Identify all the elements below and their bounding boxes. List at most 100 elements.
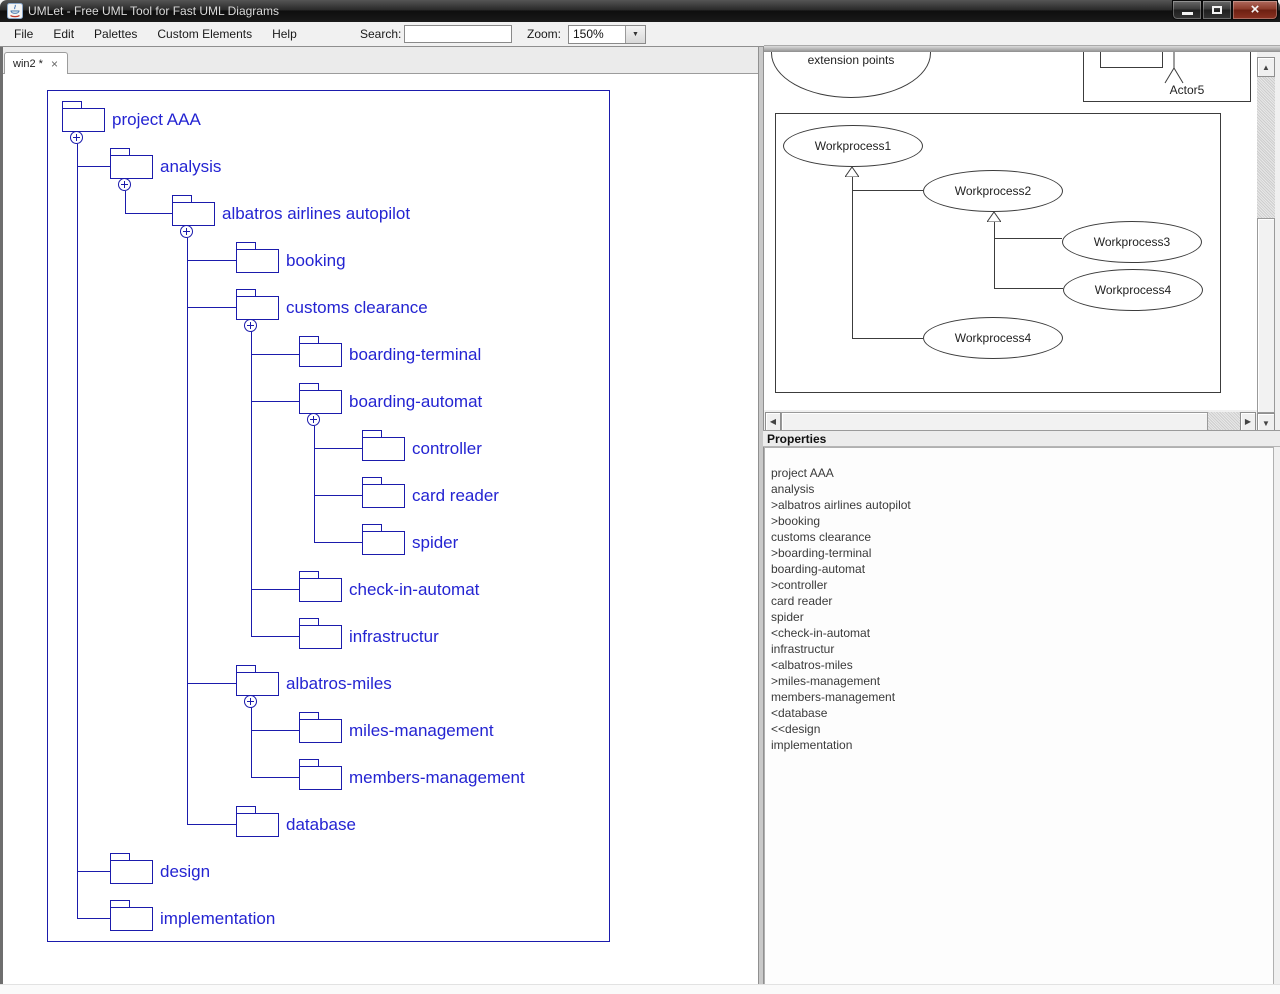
package-icon xyxy=(299,343,342,367)
expand-badge[interactable] xyxy=(118,178,131,191)
connector-line xyxy=(77,918,110,919)
close-button[interactable]: × xyxy=(1232,0,1278,20)
connector-line xyxy=(125,191,126,213)
usecase-workprocess2[interactable]: Workprocess2 xyxy=(923,170,1063,212)
system-boundary-rect[interactable] xyxy=(775,113,1221,393)
property-line: >albatros airlines autopilot xyxy=(771,498,911,512)
connector-line xyxy=(852,190,923,191)
property-line: infrastructur xyxy=(771,642,835,656)
scroll-left-button[interactable]: ◀ xyxy=(765,412,781,431)
horizontal-scroll-track[interactable] xyxy=(1208,412,1240,431)
generalization-arrow-icon xyxy=(987,212,1001,222)
vertical-scroll-track[interactable] xyxy=(1257,77,1275,218)
package-icon xyxy=(110,907,153,931)
menu-help[interactable]: Help xyxy=(272,27,297,41)
package-icon xyxy=(299,766,342,790)
connector-line xyxy=(314,542,362,543)
java-app-icon xyxy=(7,3,23,19)
menu-custom-elements[interactable]: Custom Elements xyxy=(157,27,253,41)
package-icon xyxy=(236,665,256,673)
package-icon xyxy=(299,336,319,344)
connector-line xyxy=(125,213,172,214)
package-label: boarding-terminal xyxy=(349,345,482,364)
properties-header: Properties xyxy=(763,430,1280,447)
usecase-workprocess1[interactable]: Workprocess1 xyxy=(783,125,923,167)
package-icon xyxy=(299,625,342,649)
search-label: Search: xyxy=(360,27,402,41)
package-label: project AAA xyxy=(112,110,201,129)
connector-line xyxy=(77,871,110,872)
usecase-workprocess3[interactable]: Workprocess3 xyxy=(1062,221,1202,263)
title-bar[interactable]: UMLet - Free UML Tool for Fast UML Diagr… xyxy=(0,0,1280,22)
connector-line xyxy=(187,307,236,308)
package-icon xyxy=(299,390,342,414)
usecase-workprocess4b[interactable]: Workprocess4 xyxy=(923,317,1063,359)
expand-badge[interactable] xyxy=(244,695,257,708)
package-label: customs clearance xyxy=(286,298,428,317)
actor-figure-icon[interactable] xyxy=(1158,52,1198,91)
package-icon xyxy=(62,101,82,109)
scroll-right-button[interactable]: ▶ xyxy=(1240,412,1256,431)
scroll-up-button[interactable]: ▲ xyxy=(1257,57,1275,77)
vertical-scroll-thumb[interactable] xyxy=(1257,218,1275,413)
diagram-boundary-rect[interactable] xyxy=(47,90,610,942)
arrow-right-icon: ▶ xyxy=(1244,417,1252,426)
right-top-splitter[interactable] xyxy=(764,45,1280,52)
package-icon xyxy=(299,719,342,743)
connector-line xyxy=(77,166,110,167)
package-icon xyxy=(110,155,153,179)
property-line: >miles-management xyxy=(771,674,881,688)
connector-line xyxy=(251,708,252,777)
package-label: members-management xyxy=(349,768,525,787)
package-icon xyxy=(299,578,342,602)
connector-line xyxy=(994,222,995,288)
actor-boundary-rect[interactable] xyxy=(1083,52,1251,102)
expand-badge[interactable] xyxy=(244,319,257,332)
connector-line xyxy=(187,238,188,824)
connector-line xyxy=(251,332,252,636)
package-label: booking xyxy=(286,251,346,270)
zoom-select[interactable]: 150% ▼ xyxy=(568,25,646,44)
tab-strip xyxy=(3,47,758,74)
package-label: albatros airlines autopilot xyxy=(222,204,411,223)
usecase-rect[interactable] xyxy=(1100,52,1163,68)
search-input[interactable] xyxy=(404,25,512,43)
expand-badge[interactable] xyxy=(307,413,320,426)
tab-win2[interactable]: win2 * × xyxy=(4,52,68,74)
tab-close-icon[interactable]: × xyxy=(50,56,58,71)
arrow-down-icon: ▼ xyxy=(1262,418,1270,428)
menu-file[interactable]: File xyxy=(14,27,34,41)
package-label: design xyxy=(160,862,211,881)
arrow-left-icon: ◀ xyxy=(769,417,777,426)
actor-label: Actor5 xyxy=(1169,83,1205,97)
zoom-label: Zoom: xyxy=(527,27,562,41)
package-label: infrastructur xyxy=(349,627,439,646)
usecase-label: Workprocess4 xyxy=(1094,283,1172,297)
package-icon xyxy=(362,437,405,461)
package-label: analysis xyxy=(160,157,222,176)
menu-edit[interactable]: Edit xyxy=(53,27,75,41)
maximize-button[interactable] xyxy=(1202,0,1232,20)
property-line: card reader xyxy=(771,594,833,608)
expand-badge[interactable] xyxy=(70,131,83,144)
usecase-workprocess4[interactable]: Workprocess4 xyxy=(1063,269,1203,311)
package-icon xyxy=(236,296,279,320)
property-line: project AAA xyxy=(771,466,834,480)
palette-viewport[interactable]: extension points Actor5 Workprocess1 xyxy=(764,52,1257,410)
minimize-button[interactable] xyxy=(1172,0,1202,20)
connector-line xyxy=(251,589,299,590)
expand-badge[interactable] xyxy=(180,225,193,238)
connector-line xyxy=(77,144,78,918)
package-icon xyxy=(299,571,319,579)
property-line: implementation xyxy=(771,738,853,752)
connector-line xyxy=(251,401,299,402)
window-frame-left xyxy=(0,47,3,984)
chevron-down-icon[interactable]: ▼ xyxy=(625,26,645,43)
menu-palettes[interactable]: Palettes xyxy=(94,27,138,41)
horizontal-scroll-thumb[interactable] xyxy=(781,412,1208,431)
window-controls: × xyxy=(1172,0,1278,20)
vertical-splitter[interactable] xyxy=(758,47,764,984)
properties-title: Properties xyxy=(767,432,827,446)
properties-editor[interactable]: project AAA analysis >albatros airlines … xyxy=(764,447,1274,985)
package-label: database xyxy=(286,815,356,834)
